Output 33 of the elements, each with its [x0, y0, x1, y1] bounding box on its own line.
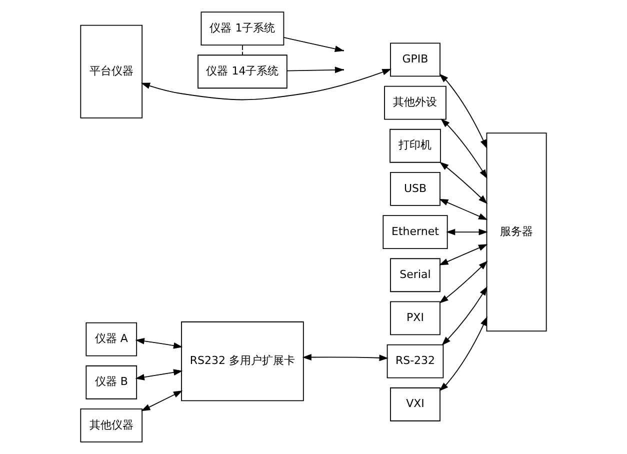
- node-box: PXI: [390, 301, 440, 336]
- arrow: [439, 74, 488, 149]
- node-box: 仪器 A: [86, 322, 138, 356]
- arrow: [438, 198, 488, 220]
- arrow: [446, 228, 488, 236]
- node-box: 打印机: [390, 128, 441, 163]
- arrow: [439, 260, 488, 304]
- node-box: 其他仪器: [80, 408, 143, 442]
- arrow: [438, 244, 488, 266]
- arrow: [302, 354, 388, 362]
- arrow: [135, 338, 183, 349]
- node-box: 仪器 B: [86, 365, 138, 400]
- node-box: GPIB: [390, 42, 440, 77]
- node-box: 仪器 1子系统: [200, 12, 284, 46]
- arrow: [286, 66, 344, 74]
- arrow: [140, 68, 392, 100]
- arrow: [439, 316, 488, 392]
- node-box: RS232 多用户扩展卡: [181, 321, 304, 402]
- arrow: [440, 118, 488, 179]
- node-box: 平台仪器: [80, 24, 143, 118]
- arrow: [442, 286, 488, 346]
- arrow: [439, 162, 488, 204]
- node-box: 其他外设: [384, 86, 446, 120]
- node-box: USB: [390, 172, 440, 206]
- node-box: 服务器: [486, 132, 547, 332]
- node-box: Serial: [390, 258, 440, 292]
- node-box: Ethernet: [382, 215, 448, 249]
- node-box: RS-232: [386, 344, 444, 378]
- connector: [242, 44, 243, 56]
- arrow: [135, 369, 183, 380]
- node-box: VXI: [390, 387, 440, 422]
- arrow: [141, 390, 183, 412]
- node-box: 仪器 14子系统: [198, 54, 288, 89]
